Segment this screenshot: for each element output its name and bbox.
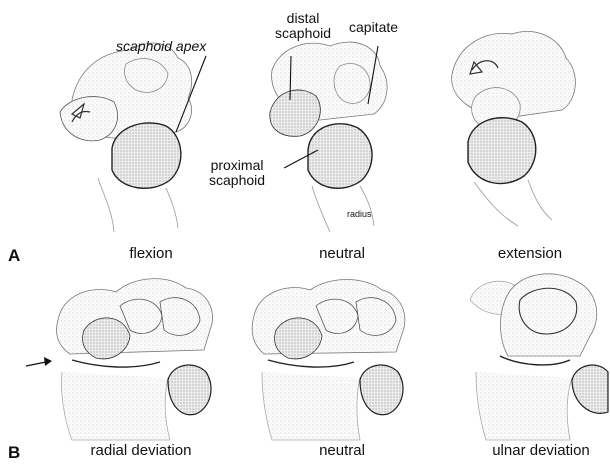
distal-scaphoid-label-line2: scaphoid [275,26,331,41]
proximal-scaphoid-label-line1: proximal [209,158,265,173]
panel-b-letter: B [8,443,20,463]
caption-neutral-b: neutral [292,442,392,459]
scaphoid-apex-label: scaphoid apex [116,39,206,54]
proximal-scaphoid-label-line2: scaphoid [209,173,265,188]
capitate-label: capitate [349,20,398,35]
radial-deviation-arrow-line [26,362,46,366]
caption-neutral-a: neutral [292,245,392,262]
radial-deviation-arrowhead [44,357,52,366]
caption-ulnar-deviation: ulnar deviation [474,442,608,459]
distal-scaphoid-label-line1: distal [275,11,331,26]
radius-label: radius [347,207,372,222]
radial-deviation-wrist-drawing [57,279,213,440]
distal-scaphoid-label: distal scaphoid [275,11,331,41]
neutral-wrist-drawing-b [252,280,405,441]
caption-radial-deviation: radial deviation [66,442,216,459]
neutral-wrist-drawing-a [270,42,387,232]
proximal-scaphoid-label: proximal scaphoid [209,158,265,188]
extension-wrist-drawing [452,31,576,226]
panel-a-letter: A [8,246,20,266]
ulnar-deviation-wrist-drawing [470,274,608,440]
caption-flexion: flexion [96,245,206,262]
caption-extension: extension [475,245,585,262]
flexion-wrist-drawing [60,43,192,232]
